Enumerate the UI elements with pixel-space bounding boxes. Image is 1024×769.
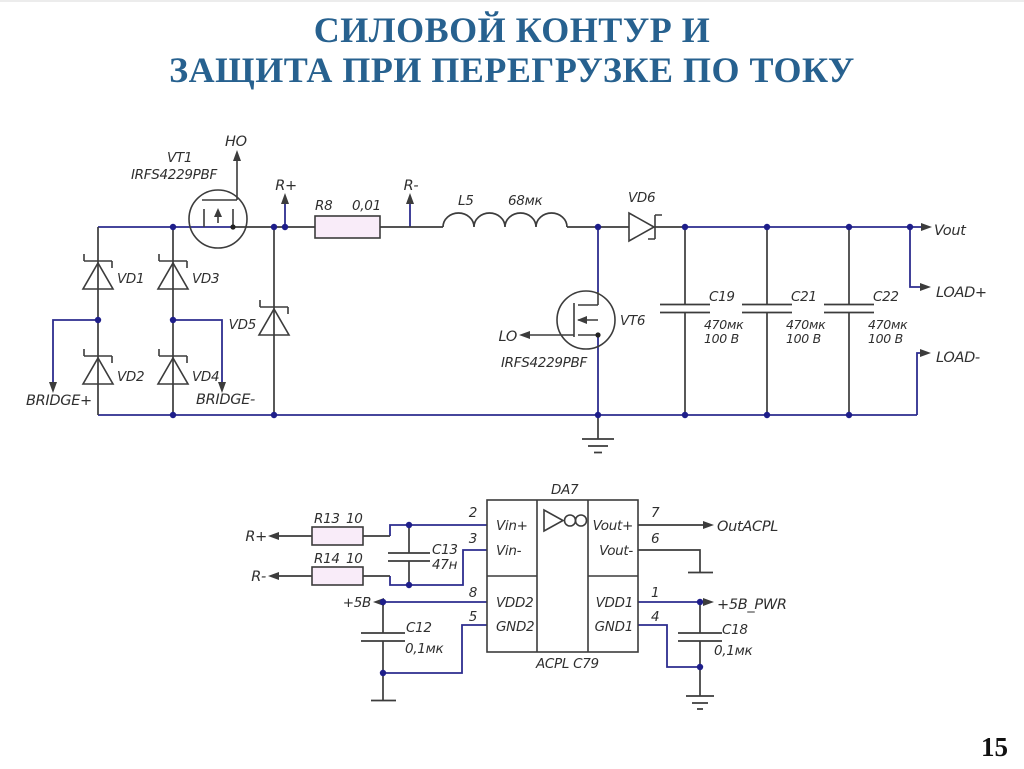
vdd2-pin-label: VDD2 xyxy=(496,595,533,611)
c13-value-label: 47н xyxy=(432,557,458,573)
r13-value-label: 10 xyxy=(346,511,363,527)
supply-5v-label: +5В xyxy=(343,595,371,611)
r13-resistor xyxy=(311,526,364,546)
vt1-ref-label: VT1 xyxy=(167,150,192,166)
pin3-number: 3 xyxy=(469,531,477,547)
l5-ref-label: L5 xyxy=(458,193,474,209)
vt1-mosfet xyxy=(188,154,248,249)
vt1-arrow xyxy=(214,208,222,217)
c18-ref-label: C18 xyxy=(722,622,748,638)
page-number: 15 xyxy=(981,732,1008,762)
load-plus-terminal-label: LOAD+ xyxy=(936,285,987,301)
da7-ref-label: DA7 xyxy=(551,482,579,498)
vt1-body-circle xyxy=(188,189,248,249)
vd6-diode xyxy=(628,211,662,243)
wires-dark xyxy=(97,226,874,710)
r8-resistor xyxy=(314,215,381,239)
vd3-label: VD3 xyxy=(192,271,219,287)
c22-voltage-label: 100 В xyxy=(868,331,903,346)
bridge-plus-terminal-label: BRIDGE+ xyxy=(26,393,92,409)
vd4-label: VD4 xyxy=(192,369,219,385)
c19-value-label: 470мк xyxy=(704,317,744,332)
da7-part-label: ACPL C79 xyxy=(535,656,599,672)
vdd1-pin-label: VDD1 xyxy=(596,595,633,611)
vt6-mosfet xyxy=(524,290,616,350)
c18-value-label: 0,1мк xyxy=(714,643,753,659)
l5-value-label: 68мк xyxy=(508,193,543,209)
pin4-number: 4 xyxy=(651,609,659,625)
c21-value-label: 470мк xyxy=(786,317,826,332)
c22-ref-label: C22 xyxy=(873,289,899,305)
slide-title: СИЛОВОЙ КОНТУР И ЗАЩИТА ПРИ ПЕРЕГРУЗКЕ П… xyxy=(0,10,1024,90)
vd3-diode xyxy=(156,254,190,290)
infinity-icon xyxy=(563,514,577,527)
title-line-2: ЗАЩИТА ПРИ ПЕРЕГРУЗКЕ ПО ТОКУ xyxy=(169,50,855,90)
r14-resistor xyxy=(311,566,364,586)
c13-ref-label: C13 xyxy=(432,542,458,558)
junction-dots xyxy=(94,223,914,677)
amplifier-icon xyxy=(543,508,565,533)
load-minus-terminal-label: LOAD- xyxy=(936,350,980,366)
c12-value-label: 0,1мк xyxy=(405,641,444,657)
supply-5v-pwr-label: +5В_PWR xyxy=(717,597,787,613)
vout-minus-pin-label: Vout- xyxy=(599,543,633,559)
vt6-part-label: IRFS4229PBF xyxy=(501,355,587,371)
l5-inductor xyxy=(442,212,568,228)
bridge-minus-terminal-label: BRIDGE- xyxy=(196,392,255,408)
vd5-diode xyxy=(257,300,291,336)
diodes xyxy=(81,211,662,385)
vd6-label: VD6 xyxy=(628,190,655,206)
r-plus-top-label: R+ xyxy=(275,178,297,194)
vt6-ref-label: VT6 xyxy=(620,313,645,329)
vd2-diode xyxy=(81,349,115,385)
vd5-label: VD5 xyxy=(229,317,256,333)
r8-ref-label: R8 xyxy=(315,198,332,214)
r14-value-label: 10 xyxy=(346,551,363,567)
da7-ic-dividers xyxy=(487,500,638,652)
vt6-internals xyxy=(524,292,599,337)
pin8-number: 8 xyxy=(469,585,477,601)
r14-ref-label: R14 xyxy=(314,551,340,567)
vd4-diode xyxy=(156,349,190,385)
c22-value-label: 470мк xyxy=(868,317,908,332)
vt6-arrow xyxy=(577,316,587,324)
lo-signal-label: LO xyxy=(499,329,517,345)
vd2-label: VD2 xyxy=(117,369,144,385)
r-minus-sense-label: R- xyxy=(251,569,266,585)
da7-ic xyxy=(486,499,639,653)
gnd2-pin-label: GND2 xyxy=(496,619,534,635)
r13-ref-label: R13 xyxy=(314,511,340,527)
wires-blue xyxy=(52,198,926,674)
c12-ref-label: C12 xyxy=(406,620,432,636)
infinity-icon xyxy=(574,514,588,527)
c19-ref-label: C19 xyxy=(709,289,735,305)
gnd1-pin-label: GND1 xyxy=(595,619,633,635)
c19-voltage-label: 100 В xyxy=(704,331,739,346)
vin-plus-pin-label: Vin+ xyxy=(496,518,528,534)
pin6-number: 6 xyxy=(651,531,659,547)
vin-minus-pin-label: Vin- xyxy=(496,543,522,559)
arrowheads xyxy=(49,150,932,606)
title-line-1: СИЛОВОЙ КОНТУР И xyxy=(313,10,711,50)
pin5-number: 5 xyxy=(469,609,477,625)
ho-signal-label: HO xyxy=(225,134,247,150)
outacpl-terminal-label: OutACPL xyxy=(717,519,778,535)
r-plus-sense-label: R+ xyxy=(245,529,267,545)
pin1-number: 1 xyxy=(651,585,659,601)
pin7-number: 7 xyxy=(651,505,660,521)
c21-ref-label: C21 xyxy=(791,289,817,305)
vout-plus-pin-label: Vout+ xyxy=(593,518,633,534)
c21-voltage-label: 100 В xyxy=(786,331,821,346)
r-minus-top-label: R- xyxy=(404,178,419,194)
vd1-label: VD1 xyxy=(117,271,144,287)
vout-terminal-label: Vout xyxy=(934,223,967,239)
pin2-number: 2 xyxy=(469,505,477,521)
r8-value-label: 0,01 xyxy=(352,198,381,214)
vt6-body-circle xyxy=(556,290,616,350)
vt1-part-label: IRFS4229PBF xyxy=(131,167,217,183)
vd1-diode xyxy=(81,254,115,290)
